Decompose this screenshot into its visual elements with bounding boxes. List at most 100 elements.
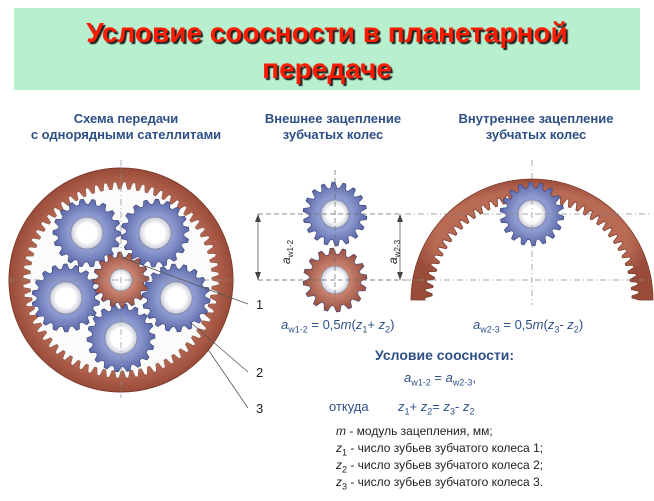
- planet-gear-3-bore: [159, 281, 193, 315]
- arrow-aw23-bottom: [397, 272, 403, 280]
- arrow-aw12-bottom: [255, 272, 261, 280]
- callout-3: 3: [256, 401, 263, 416]
- tr-z2: z: [420, 399, 428, 414]
- title-banner: Условие соосности в планетарной передаче: [14, 8, 640, 90]
- legend-z1-text: - число зубьев зубчатого колеса 1;: [347, 441, 544, 455]
- scheme-heading-line-1: Схема передачи: [73, 111, 179, 126]
- tr-z2-sub: 2: [427, 406, 433, 417]
- tr-z1: z: [398, 399, 405, 414]
- tr-z2b: z: [462, 399, 470, 414]
- tr-z3: z: [443, 399, 450, 414]
- tr-z1-sub: 1: [404, 406, 410, 417]
- aw12-subscript: w1-2: [286, 239, 295, 258]
- legend-line-z1: z1 - число зубьев зубчатого колеса 1;: [336, 441, 543, 457]
- scheme-heading: Схема передачи с однорядными сателлитами: [14, 111, 238, 143]
- legend-z2-text: - число зубьев зубчатого колеса 2;: [347, 458, 544, 472]
- callout-1: 1: [256, 297, 263, 312]
- planet-gear-3: [141, 263, 211, 333]
- ce-a1: a: [404, 370, 412, 385]
- legend-z1-sub: 1: [342, 447, 348, 458]
- fi-z2: z: [567, 317, 574, 332]
- fe-z2-sub: 2: [385, 324, 391, 335]
- tr-plus: +: [409, 399, 421, 414]
- label-aw23: aw2-3: [386, 239, 402, 264]
- planet-gear-5-bore: [49, 281, 83, 315]
- legend-z2-sym: z: [336, 458, 342, 472]
- planet-gear-5: [31, 263, 100, 333]
- internal-heading-line-2: зубчатых колес: [485, 127, 587, 142]
- title-line-1: Условие соосности в планетарной: [86, 17, 568, 48]
- fi-coef: = 0,5: [499, 317, 533, 332]
- legend-z3-text: - число зубьев зубчатого колеса 3.: [347, 475, 544, 489]
- external-heading-line-1: Внешнее зацепление: [264, 111, 402, 126]
- internal-mesh: [405, 160, 654, 305]
- condition-equation: aw1-2 = aw2-3,: [404, 370, 476, 388]
- fi-z2-sub: 2: [573, 324, 579, 335]
- external-dimensions: [257, 170, 405, 300]
- whence-label: откуда: [329, 399, 369, 414]
- condition-heading: Условие соосности:: [375, 347, 514, 363]
- planet-gear-1-bore: [70, 216, 104, 250]
- fi-close: ): [578, 317, 584, 332]
- formula-external: aw1-2 = 0,5m(z1+ z2): [281, 317, 394, 335]
- fi-z3: z: [547, 317, 555, 332]
- ce-eq: =: [430, 370, 446, 385]
- scheme-heading-line-2: с однорядными сателлитами: [30, 127, 222, 142]
- fi-a: a: [473, 317, 481, 332]
- fe-a-sub: w1-2: [288, 324, 308, 335]
- fe-z2: z: [378, 317, 386, 332]
- ce-a1-sub: w1-2: [411, 377, 431, 388]
- fe-m: m: [340, 317, 352, 332]
- teeth-relation: z1+ z2= z3- z2: [398, 399, 474, 417]
- legend-z1-sym: z: [336, 441, 342, 455]
- tr-eq: =: [432, 399, 444, 414]
- scheme-gears: [31, 198, 211, 373]
- fe-close: ): [390, 317, 395, 332]
- legend-z2-sub: 2: [342, 464, 348, 475]
- fi-a-sub: w2-3: [480, 324, 500, 335]
- leader-2: [189, 321, 249, 373]
- fe-z1: z: [355, 317, 363, 332]
- external-heading-line-2: зубчатых колес: [282, 127, 384, 142]
- fi-m: m: [532, 317, 544, 332]
- internal-heading-line-1: Внутреннее зацепление: [458, 111, 614, 126]
- tr-minus: -: [454, 399, 463, 414]
- aw23-subscript: w2-3: [393, 239, 402, 258]
- callout-2: 2: [256, 365, 263, 380]
- external-heading: Внешнее зацепление зубчатых колес: [258, 111, 408, 143]
- tr-z2b-sub: 2: [469, 406, 475, 417]
- fe-a: a: [281, 317, 289, 332]
- legend-line-m: m - модуль зацепления, мм;: [336, 424, 493, 438]
- fe-coef: = 0,5: [307, 317, 341, 332]
- ce-end: ,: [472, 370, 476, 385]
- aw12-symbol: a: [279, 257, 293, 264]
- label-aw12: aw1-2: [279, 239, 295, 264]
- legend-line-z3: z3 - число зубьев зубчатого колеса 3.: [336, 475, 543, 491]
- legend-m-text: - модуль зацепления, мм;: [346, 424, 493, 438]
- aw23-symbol: a: [386, 257, 400, 264]
- internal-center-lines: [405, 160, 650, 305]
- legend-m-sym: m: [336, 424, 346, 438]
- title-line-2: передаче: [262, 53, 392, 84]
- svg-text:aw1-2: aw1-2: [279, 239, 295, 264]
- fe-open: (: [351, 317, 356, 332]
- planet-gear-2-bore: [138, 216, 172, 250]
- legend-line-z2: z2 - число зубьев зубчатого колеса 2;: [336, 458, 543, 474]
- arrow-aw23-top: [397, 214, 403, 222]
- ring-gear-segment: [410, 178, 654, 301]
- planet-gear-1: [52, 198, 122, 268]
- fi-z3-sub: 3: [554, 324, 560, 335]
- fi-open: (: [543, 317, 548, 332]
- svg-text:aw2-3: aw2-3: [386, 239, 402, 264]
- legend-z3-sub: 3: [342, 481, 348, 492]
- scheme-center-lines: [8, 160, 236, 398]
- arrow-aw12-top: [255, 214, 261, 222]
- fi-minus: -: [559, 317, 568, 332]
- callout-leaders: [122, 257, 249, 409]
- leader-1: [122, 257, 249, 305]
- leader-3: [206, 347, 249, 409]
- fe-z1-sub: 1: [362, 324, 368, 335]
- legend-z3-sym: z: [336, 475, 342, 489]
- tr-z3-sub: 3: [449, 406, 455, 417]
